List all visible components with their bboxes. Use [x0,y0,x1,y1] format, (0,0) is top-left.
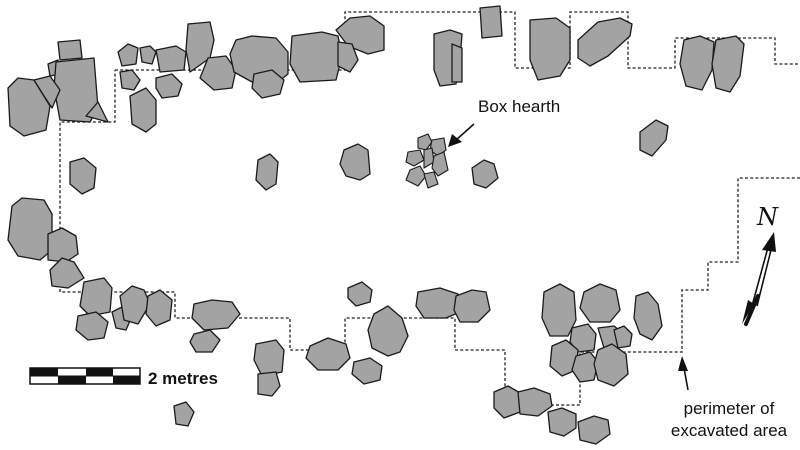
perimeter-label-line1: perimeter of [683,399,775,418]
stones-interior [69,119,669,195]
scale-label: 2 metres [148,369,218,388]
perimeter-pointer-arrow [678,356,689,391]
box-hearth-label: Box hearth [478,97,561,116]
stones-south-wall [75,277,611,445]
perimeter-label-line2: excavated area [670,421,788,440]
north-label: N [757,203,778,231]
stones-west-wall [7,197,85,289]
north-arrow-icon [742,232,776,326]
hearth-pointer-arrow [448,123,475,147]
perimeter-label: perimeter of excavated area [664,398,794,442]
box-hearth-stones [405,133,449,189]
stones-south-east [541,283,663,387]
scale-bar [29,367,141,385]
stones-north-wall [7,5,745,137]
